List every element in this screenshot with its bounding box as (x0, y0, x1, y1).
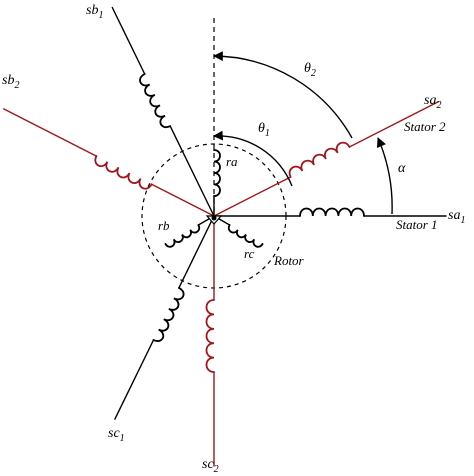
theta1-arc (213, 130, 293, 187)
stator-1-windings (111, 6, 447, 420)
theta2-arc (213, 51, 353, 139)
label-sa1: sa1 (448, 208, 465, 226)
sa2-winding-lead-outer (348, 100, 440, 148)
rotor-center-dot (211, 215, 217, 221)
sa2-winding-coil (288, 141, 351, 178)
label-stator-2: Stator 2 (404, 119, 446, 134)
sc1-winding-coil (152, 287, 185, 342)
sc1-winding-lead-inner (178, 215, 215, 289)
label-sc2: sc2 (202, 457, 219, 475)
label-ra: ra (226, 154, 238, 169)
rb-winding-coil (164, 224, 201, 248)
sc2-winding-coil (205, 299, 215, 373)
sa2-winding-lead-inner (213, 176, 292, 217)
sb2-winding-lead-outer (3, 108, 98, 157)
sb1-winding-lead-outer (111, 6, 146, 75)
label-rc: rc (244, 246, 255, 261)
sc1-winding-lead-outer (114, 339, 155, 420)
sb2-winding-lead-inner (150, 183, 215, 217)
label-sb1: sb1 (86, 3, 103, 21)
sa1-winding-coil (299, 207, 365, 217)
label-sa2: sa2 (424, 93, 441, 111)
label-theta1: θ1 (258, 121, 270, 139)
ra-winding-coil (213, 149, 221, 197)
rc-winding-coil (227, 224, 264, 248)
label-sb2: sb2 (2, 73, 19, 91)
stator-2-windings (3, 100, 440, 467)
alpha-arc (376, 137, 393, 215)
label-rotor: Rotor (273, 253, 305, 268)
sb1-winding-coil (139, 73, 172, 128)
label-theta2: θ2 (304, 61, 316, 79)
label-alpha: α (398, 161, 406, 176)
label-sc1: sc1 (108, 426, 125, 444)
label-rb: rb (158, 218, 170, 233)
sb1-winding-lead-inner (169, 125, 215, 217)
label-stator-1: Stator 1 (396, 217, 438, 232)
rotor-windings (164, 149, 264, 248)
sb2-winding-coil (94, 155, 153, 190)
